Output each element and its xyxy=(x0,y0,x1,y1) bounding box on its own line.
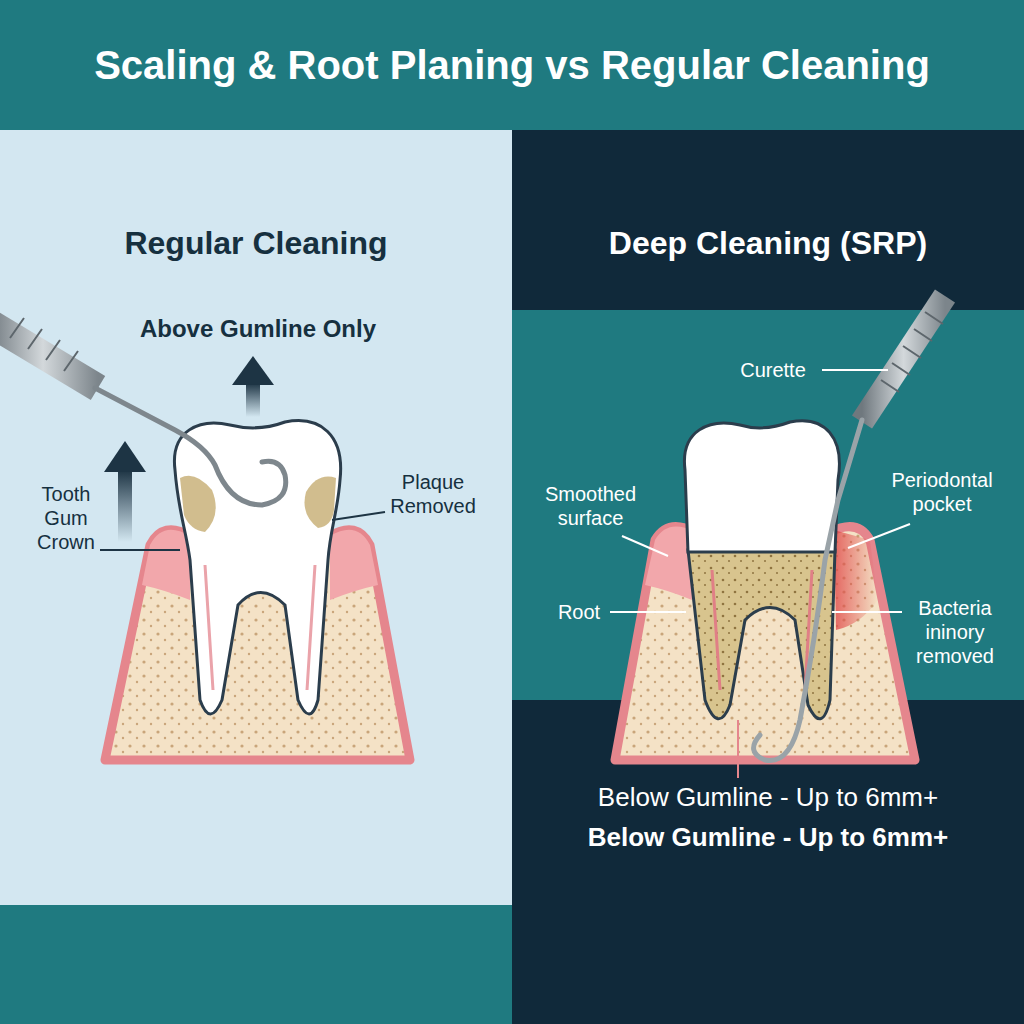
label: Tooth Gum Crown xyxy=(25,482,107,554)
arrow-head xyxy=(232,356,274,385)
label: Curette xyxy=(728,358,818,382)
label: Above Gumline Only xyxy=(110,314,406,343)
leader-line xyxy=(610,611,686,613)
arrow-head xyxy=(104,441,146,472)
plaque xyxy=(180,476,216,532)
gum-bone xyxy=(615,527,915,760)
bottom-band xyxy=(0,905,512,1024)
title: Scaling & Root Planing vs Regular Cleani… xyxy=(12,43,1012,88)
label: Plaque Removed xyxy=(378,470,488,518)
tooth xyxy=(174,421,340,714)
leader-line xyxy=(100,549,180,551)
nerve-line xyxy=(737,720,739,778)
panel-heading: Deep Cleaning (SRP) xyxy=(512,223,1024,263)
handle-ridges xyxy=(10,318,78,371)
handle-ridges xyxy=(881,312,943,392)
tooth-crown xyxy=(684,421,839,552)
label: Bacteria ininory removed xyxy=(900,596,1010,668)
leader-line xyxy=(332,512,385,520)
title-band xyxy=(0,0,1024,130)
panel-heading: Regular Cleaning xyxy=(0,223,512,263)
leader-line xyxy=(848,524,910,548)
leader-line xyxy=(822,369,888,371)
arrow-shaft xyxy=(118,470,132,542)
root-canal xyxy=(712,570,812,690)
label: Periodontal pocket xyxy=(878,468,1006,516)
title-bar: Scaling & Root Planing vs Regular Cleani… xyxy=(0,0,1024,130)
label: Root xyxy=(550,600,608,624)
label: Below Gumline - Up to 6mm+ xyxy=(527,782,1009,813)
right-ground xyxy=(512,130,1024,1024)
label: Smoothed surface xyxy=(528,482,653,530)
curette-handle xyxy=(862,296,945,422)
label: Below Gumline - Up to 6mm+ xyxy=(527,822,1009,853)
gum-tissue xyxy=(142,530,190,600)
plaque xyxy=(305,477,337,528)
curette-tip xyxy=(754,420,862,761)
root-canal xyxy=(205,565,315,690)
leader-line xyxy=(622,536,668,556)
arrow-shaft xyxy=(246,383,260,417)
gum-tissue xyxy=(330,530,378,600)
leader-line xyxy=(832,611,902,613)
